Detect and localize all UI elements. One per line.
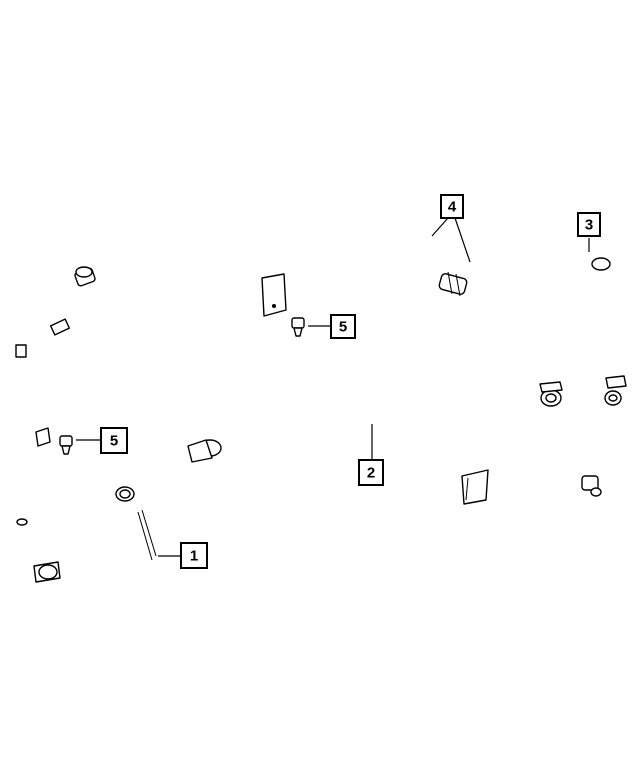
- svg-text:4: 4: [448, 199, 457, 216]
- callout-2: 2: [358, 459, 384, 486]
- leader-lines: [76, 217, 590, 557]
- upper-heater-tube: [15, 248, 582, 526]
- screw-lower: [59, 435, 73, 455]
- screw-upper: [291, 317, 305, 337]
- svg-text:1: 1: [190, 548, 198, 565]
- callout-4: 4: [440, 194, 464, 219]
- hose-part-2: [187, 365, 602, 518]
- callout-3: 3: [577, 212, 601, 237]
- callout-5-upper: 5: [330, 314, 356, 339]
- svg-text:3: 3: [585, 217, 593, 234]
- hose-part-3: [583, 257, 627, 407]
- svg-text:5: 5: [339, 319, 347, 336]
- hose-part-1: [33, 486, 157, 630]
- svg-text:5: 5: [110, 433, 118, 450]
- callout-5-lower: 5: [100, 427, 128, 454]
- svg-text:2: 2: [367, 465, 375, 482]
- callout-1: 1: [180, 542, 208, 569]
